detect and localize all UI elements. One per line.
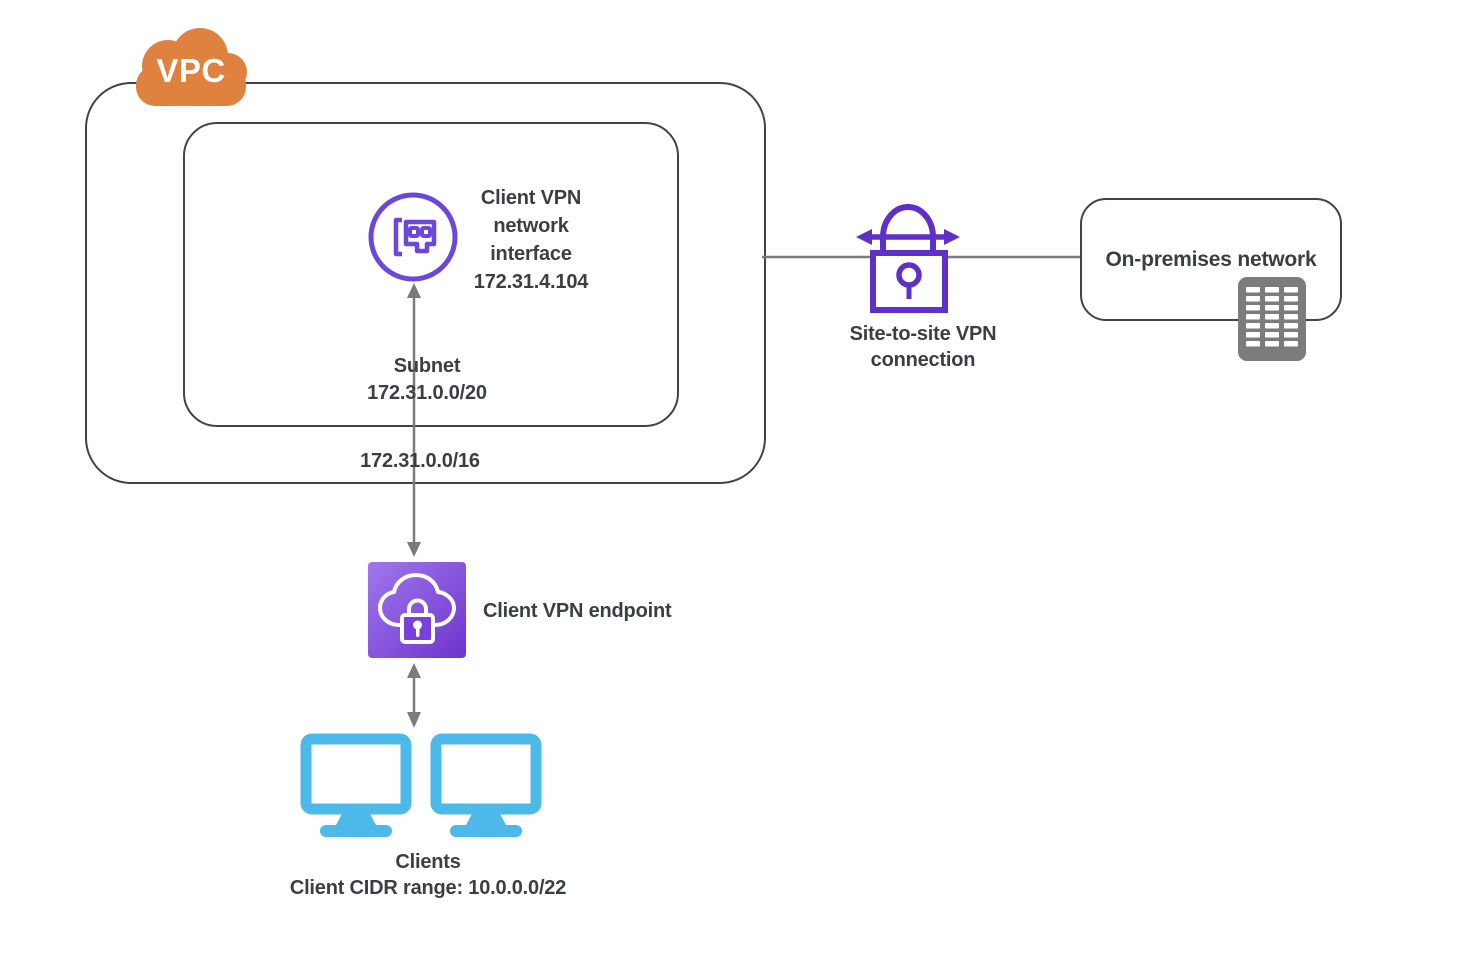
arrowhead-down-icon [407,542,421,557]
client-vpn-network-interface-label: Client VPN network interface 172.31.4.10… [473,187,589,293]
subnet-label: Subnet 172.31.0.0/20 [367,355,487,404]
lock-shackle [880,204,936,253]
on-premises-network-label: On-premises network [1105,247,1317,271]
client-vpn-endpoint-icon [368,562,466,658]
clients-label: Clients Client CIDR range: 10.0.0.0/22 [289,851,567,899]
monitor-icon [430,733,542,837]
arrowhead-right-icon [944,229,960,245]
nic-bracket [393,217,402,257]
subnet-boundary-box [183,122,679,427]
vpc-cidr-label: 172.31.0.0/16 [360,450,480,472]
vpc-label: VPC [156,52,226,89]
arrowhead-up-icon [407,283,421,298]
lock-shackle [407,598,428,615]
client-vpn-network-interface-icon [368,192,458,282]
vpc-boundary-box [85,82,766,484]
cloud-outline [378,573,456,627]
monitor-icon [300,733,412,837]
lock-body [870,250,948,313]
vpc-cloud-icon [136,28,247,106]
clients-monitors-icon [300,733,542,837]
arrowhead-up-icon [407,663,421,678]
arrowhead-down-icon [407,712,421,728]
building-icon [1238,277,1306,361]
arrowhead-left-icon [856,229,872,245]
on-premises-network-box: On-premises network [1080,198,1342,321]
nic-card [403,219,437,254]
site-to-site-vpn-icon [856,204,960,313]
client-vpn-endpoint-label: Client VPN endpoint [483,600,672,622]
site-to-site-vpn-label: Site-to-site VPN connection [849,323,997,371]
